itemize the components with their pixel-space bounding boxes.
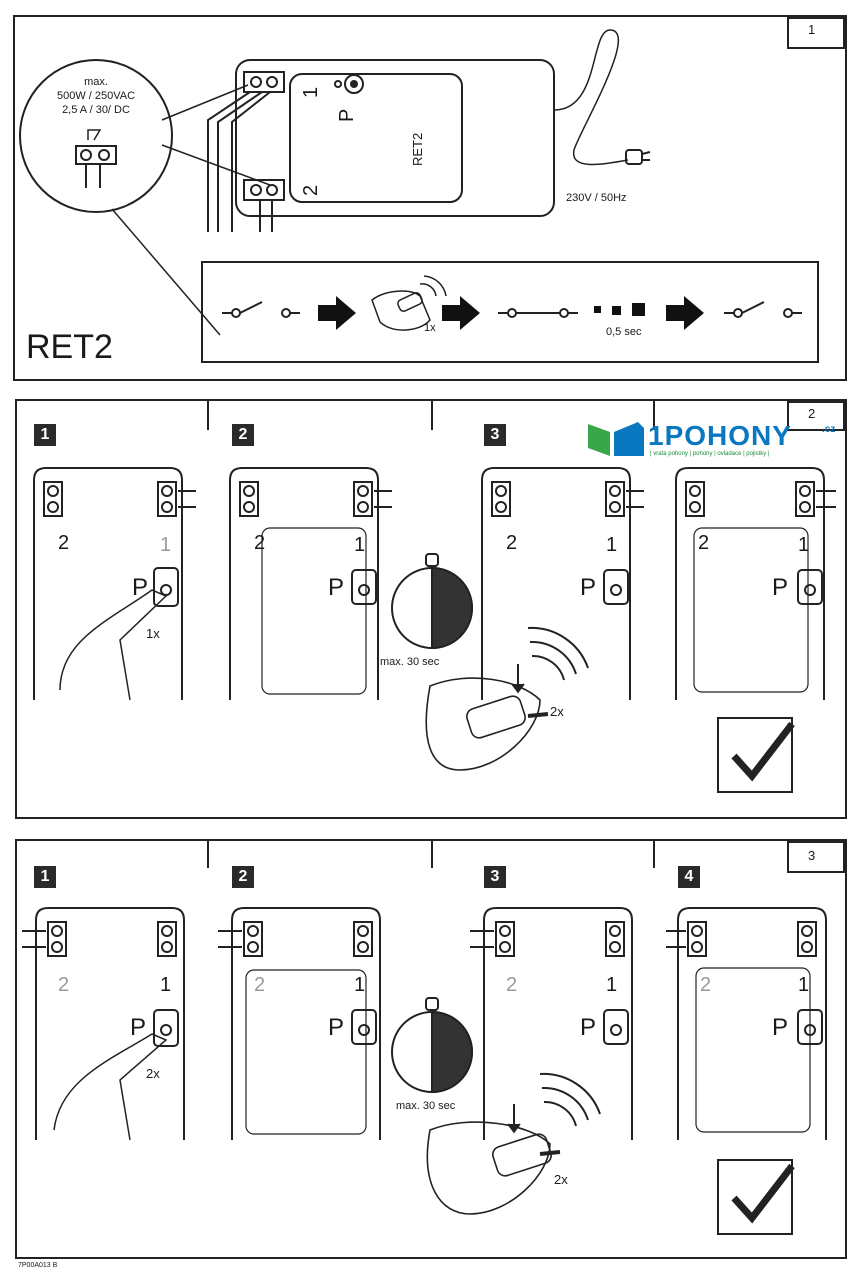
sequence-arrow-1 (318, 296, 356, 330)
p2-step3-receiver (481, 467, 644, 700)
logo-suffix: .cz (822, 424, 836, 435)
p2-s3-terminal-2: 2 (506, 532, 518, 554)
p2-s3-terminal-1: 1 (606, 534, 618, 556)
delay-dash-1 (594, 306, 601, 313)
p2-s3-p-label: P (580, 574, 597, 601)
panel3-number: 3 (808, 848, 816, 863)
p3-s2-p-label: P (328, 1014, 345, 1041)
sequence-box (201, 261, 819, 363)
panel2-number-box (787, 401, 845, 431)
p2-s1-terminal-1: 1 (160, 534, 172, 556)
p2-checkmark (731, 721, 795, 782)
p2-timer: max. 30 sec (380, 656, 440, 668)
p2-s2-terminal-1: 1 (354, 534, 366, 556)
p2-step1-receiver (33, 467, 196, 701)
p2-step2-receiver (229, 467, 392, 700)
logo-shape (588, 422, 644, 456)
p3-step2-receiver (218, 907, 381, 1140)
p2-stopwatch (391, 553, 473, 650)
p3-step-1: 1 (34, 866, 56, 888)
p3-s4-terminal-1: 1 (798, 974, 810, 996)
p2-step-2: 2 (232, 424, 254, 446)
switch-closed (498, 308, 578, 318)
p3-step-4: 4 (678, 866, 700, 888)
p3-s4-terminal-2: 2 (700, 974, 712, 996)
p2-s4-terminal-2: 2 (698, 532, 710, 554)
p3-press-count: 2x (146, 1066, 160, 1081)
p3-checkmark (731, 1163, 795, 1224)
sequence-press-count: 1x (424, 322, 436, 334)
p2-step-1: 1 (34, 424, 56, 446)
p2-s2-terminal-2: 2 (254, 532, 266, 554)
program-button (344, 74, 364, 94)
p3-s3-p-label: P (580, 1014, 597, 1041)
p2-s1-p-label: P (132, 574, 149, 601)
product-name: RET2 (26, 328, 113, 366)
p2-press-count: 1x (146, 626, 160, 641)
p3-check-box (717, 1159, 793, 1235)
remote-hand-icon (371, 275, 447, 331)
footer-code: 7P00A013 B (18, 1262, 58, 1269)
p3-s2-terminal-1: 1 (354, 974, 366, 996)
relay-spec-line3: 2,5 A / 30/ DC (62, 104, 130, 116)
panel2-number: 2 (808, 406, 816, 421)
receiver-board (289, 73, 463, 203)
logo-brand: 1POHONY (648, 420, 792, 451)
p2-s1-terminal-2: 2 (58, 532, 70, 554)
p3-stopwatch (391, 997, 473, 1094)
panel1-number-box (787, 17, 845, 49)
p2-remote-hand (425, 664, 549, 771)
p2-s2-p-label: P (328, 574, 345, 601)
brand-logo: 1POHONY .cz | vrata pohony | pohony | ov… (588, 418, 848, 462)
panel1-frame (13, 15, 847, 381)
p3-remote-press: 2x (554, 1172, 568, 1187)
p3-s2-terminal-2: 2 (254, 974, 266, 996)
p3-s3-terminal-1: 1 (606, 974, 618, 996)
panel3-number-box (787, 841, 845, 873)
relay-zoom-circle (19, 59, 173, 213)
p3-step3-receiver (470, 907, 633, 1140)
p3-step4-receiver (666, 907, 827, 1140)
p3-s4-p-label: P (772, 1014, 789, 1041)
p3-s1-terminal-2: 2 (58, 974, 70, 996)
sequence-delay: 0,5 sec (606, 326, 642, 338)
zoom-terminal-block (75, 145, 117, 165)
p3-timer: max. 30 sec (396, 1100, 456, 1112)
p3-step1-receiver (22, 907, 185, 1141)
p3-s1-p-label: P (130, 1014, 147, 1041)
terminal-2-label: 2 (300, 184, 322, 196)
delay-dash-2 (612, 306, 621, 315)
power-label: 230V / 50Hz (566, 192, 627, 204)
receiver-housing (235, 59, 555, 217)
p3-step-2: 2 (232, 866, 254, 888)
p2-step4-receiver (675, 467, 836, 700)
p2-remote-press: 2x (550, 704, 564, 719)
p2-s4-p-label: P (772, 574, 789, 601)
sequence-arrow-3 (666, 296, 704, 330)
p2-check-box (717, 717, 793, 793)
panel1-number: 1 (808, 22, 816, 37)
switch-open-2 (724, 301, 802, 318)
p3-s1-terminal-1: 1 (160, 974, 172, 996)
terminal-1-label: 1 (300, 86, 322, 98)
sequence-arrow-2 (442, 296, 480, 330)
relay-spec-line1: max. (84, 76, 108, 88)
delay-dash-3 (632, 303, 645, 316)
p3-step-3: 3 (484, 866, 506, 888)
button-p-label: P (336, 108, 358, 122)
board-label: RET2 (410, 132, 425, 166)
p3-remote-hand (426, 1104, 561, 1215)
relay-spec-line2: 500W / 250VAC (56, 90, 136, 102)
logo-tagline: | vrata pohony | pohony | ovladace | poj… (650, 451, 770, 457)
power-cord (553, 29, 629, 166)
p2-step-3: 3 (484, 424, 506, 446)
p3-s3-terminal-2: 2 (506, 974, 518, 996)
p2-s4-terminal-1: 1 (798, 534, 810, 556)
switch-open-1 (222, 301, 300, 318)
